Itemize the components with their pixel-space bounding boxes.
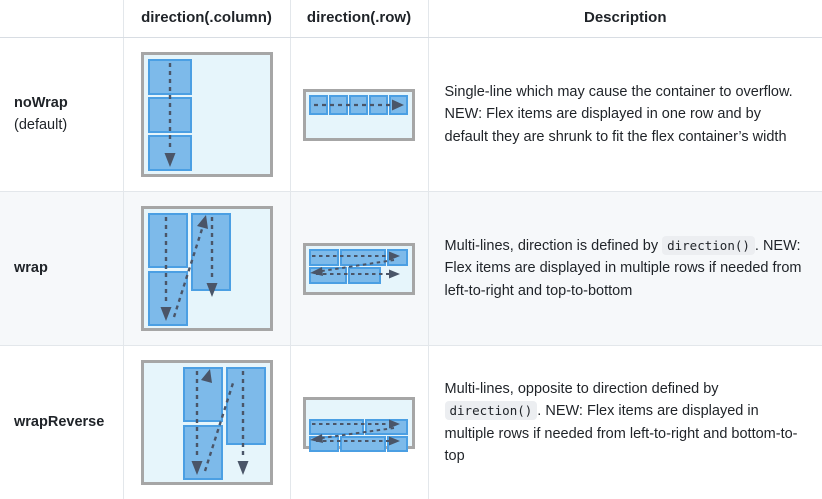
flex-item — [191, 213, 231, 291]
header-row: direction(.column) direction(.row) Descr… — [0, 0, 822, 38]
flex-item — [309, 249, 339, 266]
flex-item — [183, 425, 223, 480]
cell-diagram-column — [123, 38, 290, 192]
header-cell-name — [0, 0, 123, 38]
cell-diagram-column — [123, 346, 290, 499]
inline-code: direction() — [445, 401, 538, 420]
cell-wrap-name: wrapReverse — [0, 346, 123, 499]
cell-diagram-row — [290, 38, 428, 192]
cell-description: Multi-lines, direction is defined by dir… — [428, 192, 822, 346]
flex-item — [387, 436, 408, 452]
flex-item — [226, 367, 266, 445]
wrap-keyword: wrapReverse — [14, 412, 109, 433]
cell-description: Multi-lines, opposite to direction defin… — [428, 346, 822, 499]
table-row: wrap — [0, 192, 822, 346]
cell-diagram-column — [123, 192, 290, 346]
inline-code: direction() — [662, 236, 755, 255]
flex-item — [348, 267, 381, 284]
description-text: Multi-lines, opposite to direction defin… — [429, 366, 822, 480]
flex-item — [309, 267, 347, 284]
flex-item — [309, 419, 364, 435]
header-cell-direction-row: direction(.row) — [290, 0, 428, 38]
flex-item — [148, 213, 188, 268]
flex-item — [349, 95, 368, 115]
diagram-row-wrapreverse — [303, 397, 415, 449]
diagram-row-nowrap — [303, 89, 415, 141]
flex-item — [329, 95, 348, 115]
flex-item — [183, 367, 223, 422]
cell-diagram-row — [290, 192, 428, 346]
wrap-name-label: noWrap (default) — [0, 83, 123, 145]
header-cell-description: Description — [428, 0, 822, 38]
flex-item — [365, 419, 408, 435]
description-text: Multi-lines, direction is defined by dir… — [429, 223, 822, 314]
flex-item — [148, 97, 192, 133]
table-row: noWrap (default) — [0, 38, 822, 192]
wrap-keyword: noWrap — [14, 93, 109, 114]
diagram-column-wrapreverse — [141, 360, 273, 485]
wrap-name-label: wrapReverse — [0, 402, 123, 443]
flex-item — [340, 436, 386, 452]
diagram-column-wrap — [141, 206, 273, 331]
cell-wrap-name: noWrap (default) — [0, 38, 123, 192]
flex-item — [340, 249, 386, 266]
description-text: Single-line which may cause the containe… — [429, 69, 822, 160]
diagram-row-wrap — [303, 243, 415, 295]
wrap-name-label: wrap — [0, 248, 123, 289]
wrap-keyword-note: (default) — [14, 115, 109, 136]
table-row: wrapReverse — [0, 346, 822, 499]
cell-wrap-name: wrap — [0, 192, 123, 346]
flex-item — [389, 95, 408, 115]
flex-item — [148, 59, 192, 95]
flex-item — [309, 436, 339, 452]
flex-item — [148, 135, 192, 171]
flex-item — [369, 95, 388, 115]
flex-item — [309, 95, 328, 115]
table-header: direction(.column) direction(.row) Descr… — [0, 0, 822, 38]
diagram-column-nowrap — [141, 52, 273, 177]
header-cell-direction-column: direction(.column) — [123, 0, 290, 38]
cell-diagram-row — [290, 346, 428, 499]
cell-description: Single-line which may cause the containe… — [428, 38, 822, 192]
flex-item — [148, 271, 188, 326]
table-body: noWrap (default) — [0, 38, 822, 499]
wrap-keyword: wrap — [14, 258, 109, 279]
flex-item — [387, 249, 408, 266]
